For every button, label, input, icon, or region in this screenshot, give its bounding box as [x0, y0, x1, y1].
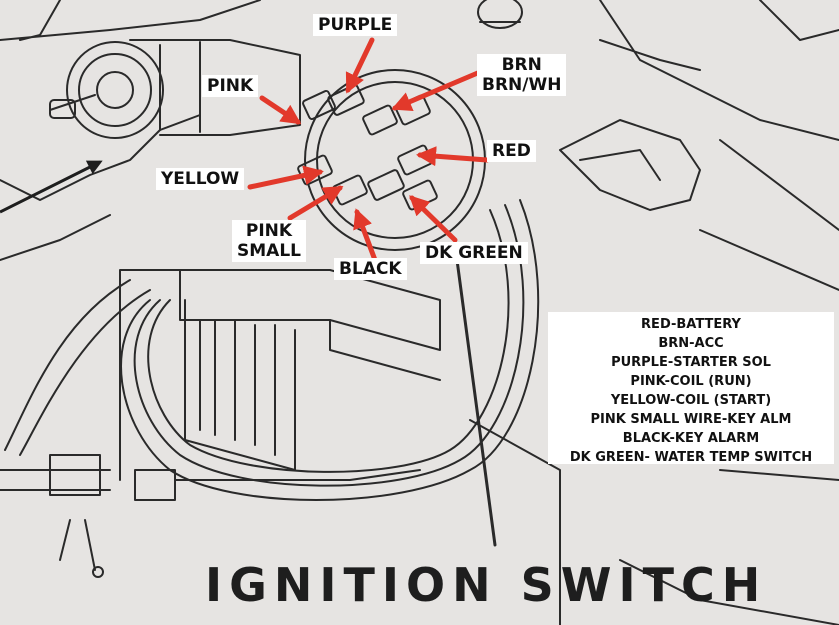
label-dk-green: DK GREEN	[420, 242, 528, 264]
legend-line: DK GREEN- WATER TEMP SWITCH	[569, 450, 813, 465]
legend-line: PINK-COIL (RUN)	[630, 374, 752, 389]
label-brn: BRN	[501, 55, 542, 75]
label-pink-small-group: PINK SMALL	[232, 220, 306, 262]
legend-line: RED-BATTERY	[641, 317, 741, 332]
legend-line: PURPLE-STARTER SOL	[611, 355, 771, 370]
label-pink-small-line2: SMALL	[237, 241, 301, 261]
label-red: RED	[487, 140, 536, 162]
diagram-caption: IGNITION SWITCH	[205, 558, 768, 612]
label-pink: PINK	[202, 75, 259, 97]
wire-color-legend: RED-BATTERY BRN-ACC PURPLE-STARTER SOL P…	[548, 312, 834, 465]
label-brn-wh: BRN/WH	[482, 75, 562, 95]
label-pink-small-line1: PINK	[245, 221, 293, 241]
label-black: BLACK	[334, 258, 407, 280]
label-purple: PURPLE	[313, 14, 398, 36]
legend-line: PINK SMALL WIRE-KEY ALM	[590, 412, 792, 427]
legend-line: BRN-ACC	[658, 336, 724, 351]
label-yellow: YELLOW	[156, 168, 245, 190]
legend-line: YELLOW-COIL (START)	[610, 393, 772, 408]
label-brn-group: BRN BRN/WH	[477, 54, 567, 96]
legend-line: BLACK-KEY ALARM	[622, 431, 760, 446]
